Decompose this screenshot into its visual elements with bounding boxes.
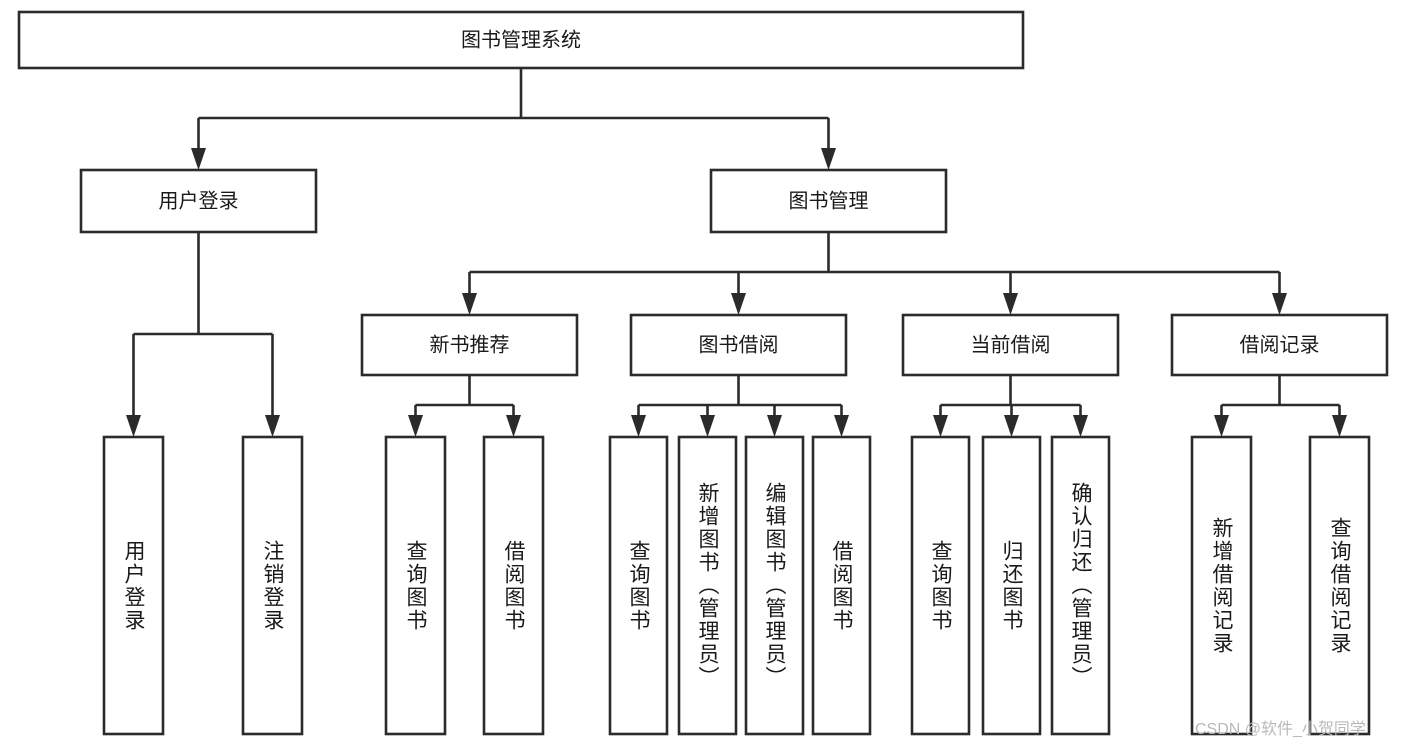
edges-layer — [126, 68, 1347, 437]
arrow-head-icon — [408, 415, 423, 437]
node-box-leaf-return-book[interactable] — [981, 435, 1042, 736]
arrow-head-icon — [631, 415, 646, 437]
node-label-book-manage: 图书管理 — [789, 189, 869, 212]
node-box-leaf-confirm-return[interactable] — [1050, 435, 1111, 736]
watermark-text: CSDN @软件_小贺同学 — [1195, 721, 1366, 738]
arrow-head-icon — [506, 415, 521, 437]
arrow-head-icon — [1214, 415, 1229, 437]
arrow-head-icon — [933, 415, 948, 437]
node-box-leaf-query-book-2[interactable] — [608, 435, 669, 736]
arrow-head-icon — [462, 293, 477, 315]
arrow-head-icon — [126, 415, 141, 437]
arrow-head-icon — [265, 415, 280, 437]
arrow-head-icon — [1272, 293, 1287, 315]
node-box-book-borrow[interactable] — [629, 313, 848, 377]
node-box-root[interactable] — [17, 10, 1025, 70]
node-box-leaf-query-book-3[interactable] — [910, 435, 971, 736]
arrow-head-icon — [821, 148, 836, 170]
arrow-head-icon — [1073, 415, 1088, 437]
node-box-book-manage[interactable] — [709, 168, 948, 234]
node-label-user-login: 用户登录 — [159, 189, 239, 212]
node-box-user-login[interactable] — [79, 168, 318, 234]
node-box-leaf-add-book[interactable] — [677, 435, 738, 736]
node-box-leaf-add-record[interactable] — [1190, 435, 1253, 736]
node-box-leaf-logout[interactable] — [241, 435, 304, 736]
arrow-head-icon — [191, 148, 206, 170]
node-box-leaf-borrow-book-2[interactable] — [811, 435, 872, 736]
arrow-head-icon — [767, 415, 782, 437]
node-box-leaf-borrow-book-1[interactable] — [482, 435, 545, 736]
arrow-head-icon — [700, 415, 715, 437]
node-label-borrow-record: 借阅记录 — [1240, 333, 1320, 356]
node-box-new-book-rec[interactable] — [360, 313, 579, 377]
node-box-leaf-edit-book[interactable] — [744, 435, 805, 736]
node-label-new-book-rec: 新书推荐 — [430, 333, 510, 356]
node-box-borrow-record[interactable] — [1170, 313, 1389, 377]
node-box-current-borrow[interactable] — [901, 313, 1120, 377]
node-label-root: 图书管理系统 — [461, 28, 581, 51]
arrow-head-icon — [1332, 415, 1347, 437]
arrow-head-icon — [731, 293, 746, 315]
node-box-leaf-query-book-1[interactable] — [384, 435, 447, 736]
arrow-head-icon — [1004, 415, 1019, 437]
arrow-head-icon — [834, 415, 849, 437]
arrow-head-icon — [1003, 293, 1018, 315]
node-label-book-borrow: 图书借阅 — [699, 333, 779, 356]
node-label-current-borrow: 当前借阅 — [971, 333, 1051, 356]
node-box-leaf-query-record[interactable] — [1308, 435, 1371, 736]
node-box-leaf-user-login[interactable] — [102, 435, 165, 736]
